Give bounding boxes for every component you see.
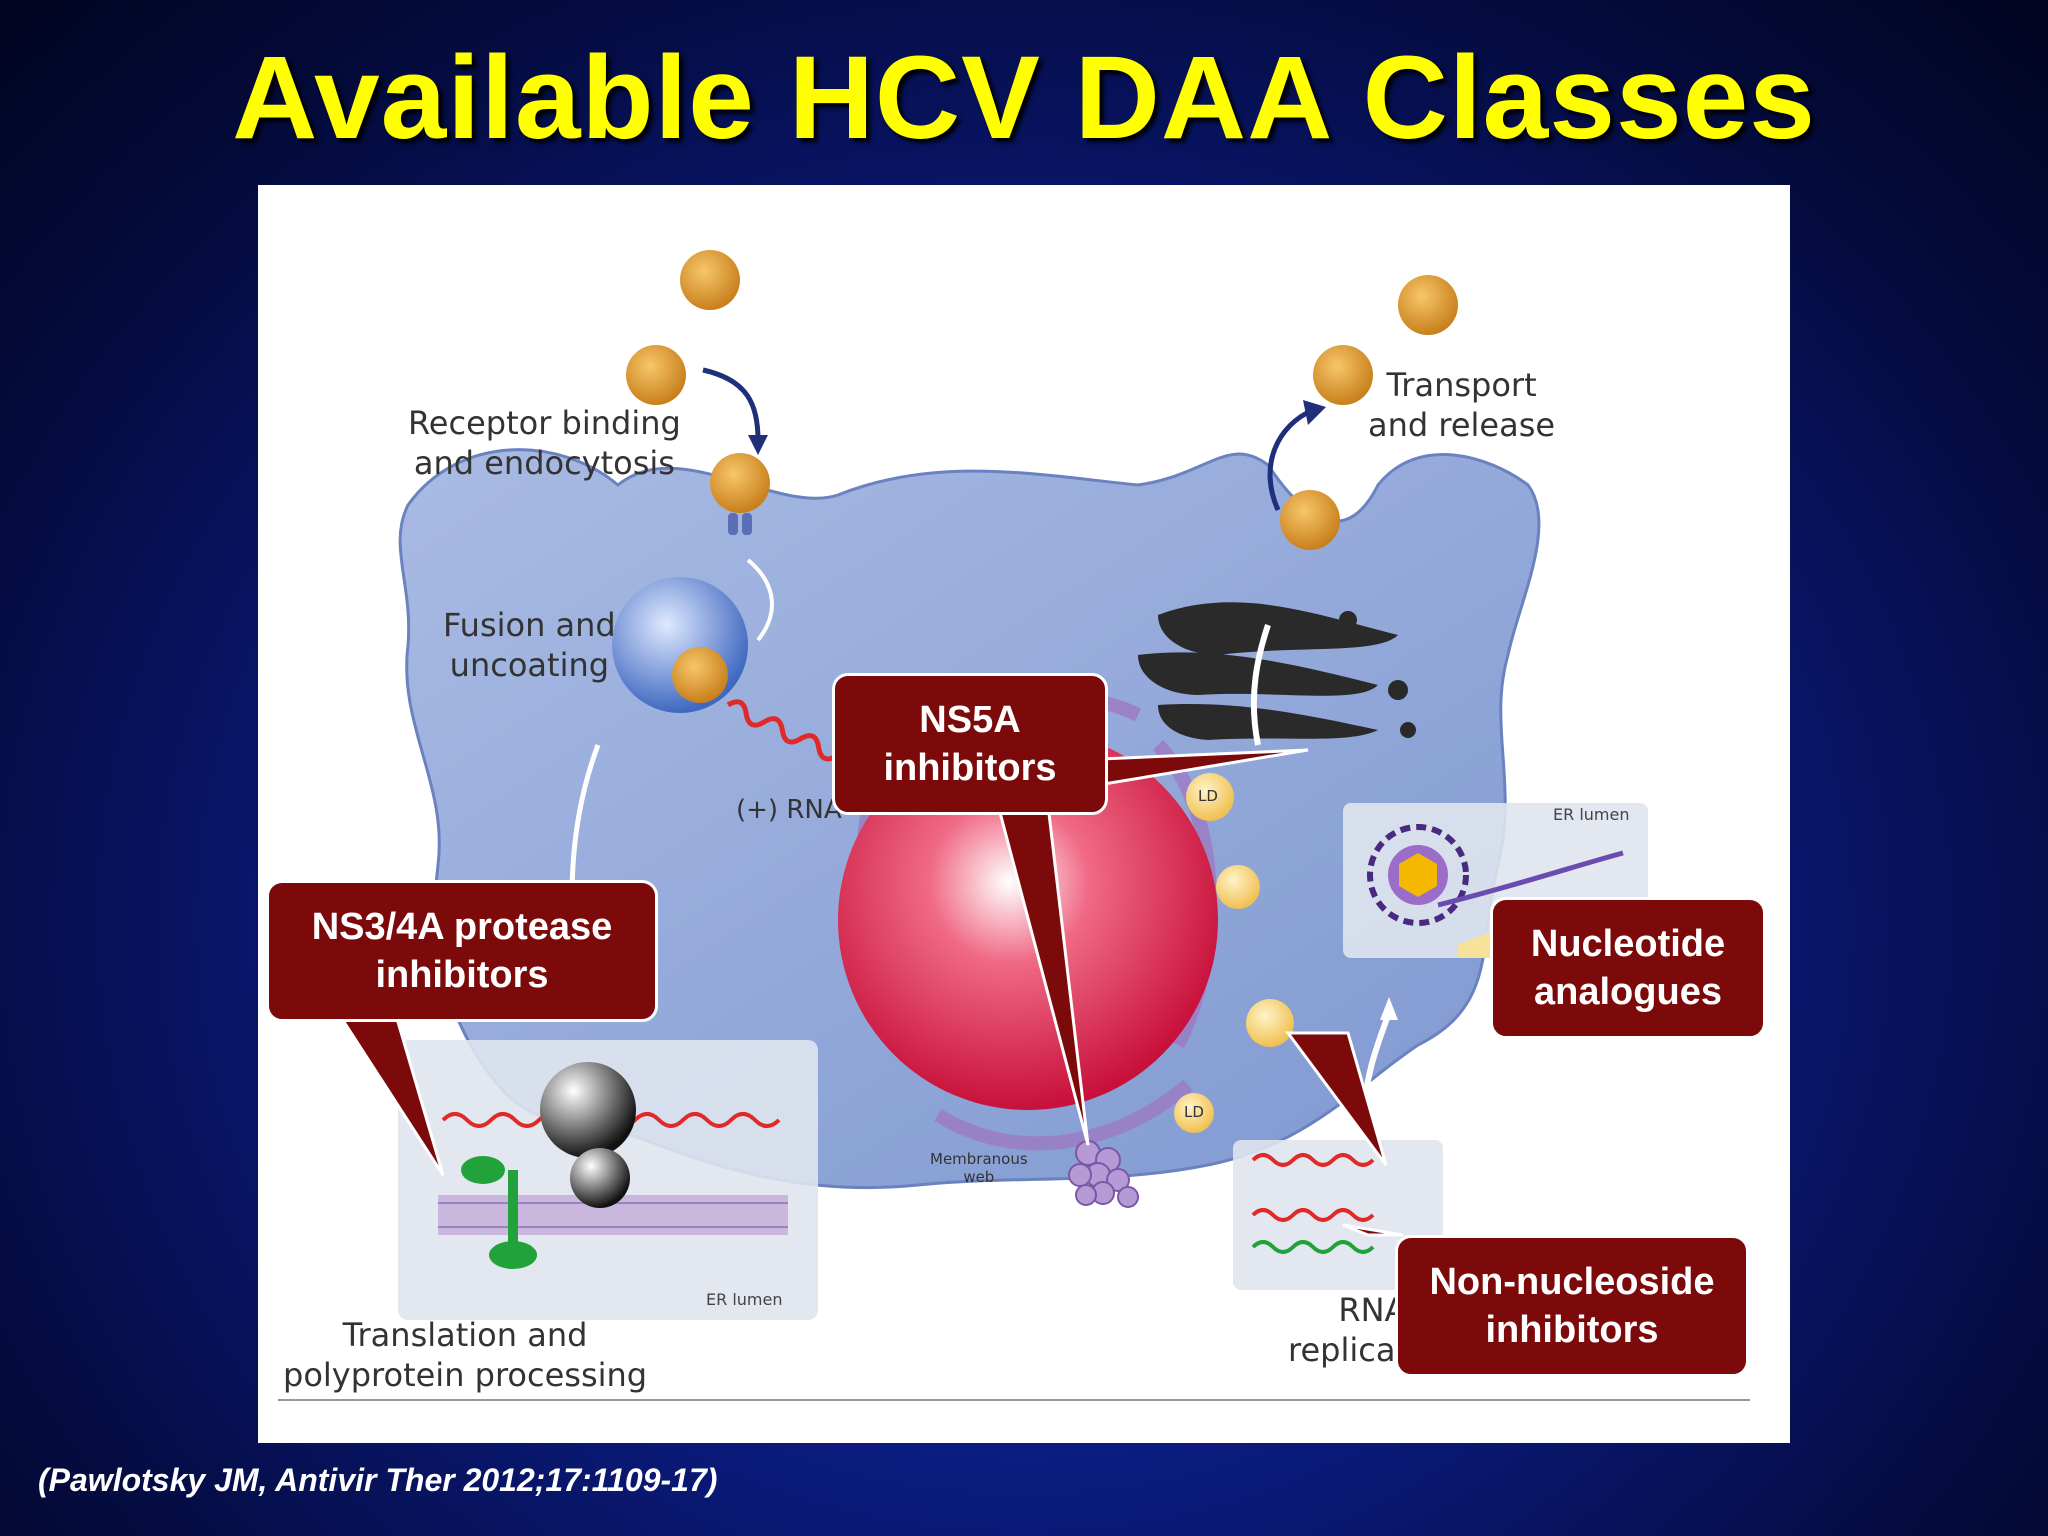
label-fusion-uncoating: Fusion and uncoating bbox=[443, 605, 616, 685]
virion bbox=[1313, 345, 1373, 405]
virion bbox=[1280, 490, 1340, 550]
callout-pointer-non-nucleoside bbox=[1342, 1223, 1404, 1237]
entry-arrow bbox=[702, 367, 761, 441]
virion bbox=[710, 453, 770, 513]
rna-strand-green bbox=[1251, 1240, 1375, 1254]
label-receptor-binding: Receptor binding and endocytosis bbox=[408, 403, 681, 483]
label-plus-rna: (+) RNA bbox=[736, 795, 842, 825]
lipid-droplet bbox=[1216, 865, 1260, 909]
callout-nucleotide-analogues: Nucleotide analogues bbox=[1490, 897, 1766, 1039]
rna-strand-red bbox=[1251, 1153, 1375, 1167]
translation-text: Translation and polyprotein processing bbox=[283, 1316, 648, 1394]
fusion-uncoating-text: Fusion and uncoating bbox=[443, 606, 616, 684]
citation: (Pawlotsky JM, Antivir Ther 2012;17:1109… bbox=[38, 1462, 718, 1498]
ribosome-large bbox=[540, 1062, 636, 1158]
label-ld-1: LD bbox=[1198, 787, 1218, 805]
rna-strand-red bbox=[1251, 1208, 1375, 1222]
callout-ns34a-protease-inhibitors: NS3/4A protease inhibitors bbox=[266, 880, 658, 1022]
lipid-droplet bbox=[1186, 773, 1234, 821]
lipid-droplet bbox=[1174, 1093, 1214, 1133]
lipid-droplet bbox=[1246, 999, 1294, 1047]
transport-release-text: Transport and release bbox=[1368, 366, 1556, 444]
hcv-lifecycle-figure: Receptor binding and endocytosis Fusion … bbox=[258, 185, 1790, 1443]
slide-title: Available HCV DAA Classes bbox=[232, 32, 1816, 164]
label-ld-2: LD bbox=[1184, 1103, 1204, 1121]
label-transport-release: Transport and release bbox=[1368, 365, 1555, 445]
ribosome-small bbox=[570, 1148, 630, 1208]
receptor-binding-text: Receptor binding and endocytosis bbox=[408, 404, 681, 482]
virion bbox=[672, 647, 728, 703]
release-arrow bbox=[1267, 407, 1315, 512]
plus-rna-strand bbox=[726, 699, 839, 762]
virion bbox=[1398, 275, 1458, 335]
membranous-web-text: Membranous web bbox=[930, 1150, 1028, 1186]
callout-nucleotide-text: Nucleotide analogues bbox=[1530, 923, 1726, 1013]
label-membranous-web: Membranous web bbox=[930, 1150, 1028, 1186]
callout-non-nucleoside-text: Non-nucleoside inhibitors bbox=[1429, 1261, 1715, 1351]
label-er-lumen-right: ER lumen bbox=[1553, 805, 1630, 824]
polyprotein bbox=[461, 1156, 505, 1184]
callout-ns5a-text: NS5A inhibitors bbox=[883, 699, 1057, 789]
virion bbox=[680, 250, 740, 310]
virion bbox=[626, 345, 686, 405]
callout-pointer-nucleotide bbox=[1285, 1031, 1388, 1166]
label-er-lumen-left: ER lumen bbox=[706, 1290, 783, 1309]
label-translation: Translation and polyprotein processing bbox=[283, 1315, 647, 1395]
callout-ns5a-inhibitors: NS5A inhibitors bbox=[832, 673, 1108, 815]
membranous-web-cluster bbox=[1068, 1140, 1139, 1208]
callout-non-nucleoside-inhibitors: Non-nucleoside inhibitors bbox=[1395, 1235, 1749, 1377]
lifecycle-illustration bbox=[278, 250, 1750, 1401]
callout-ns34a-text: NS3/4A protease inhibitors bbox=[311, 906, 613, 996]
